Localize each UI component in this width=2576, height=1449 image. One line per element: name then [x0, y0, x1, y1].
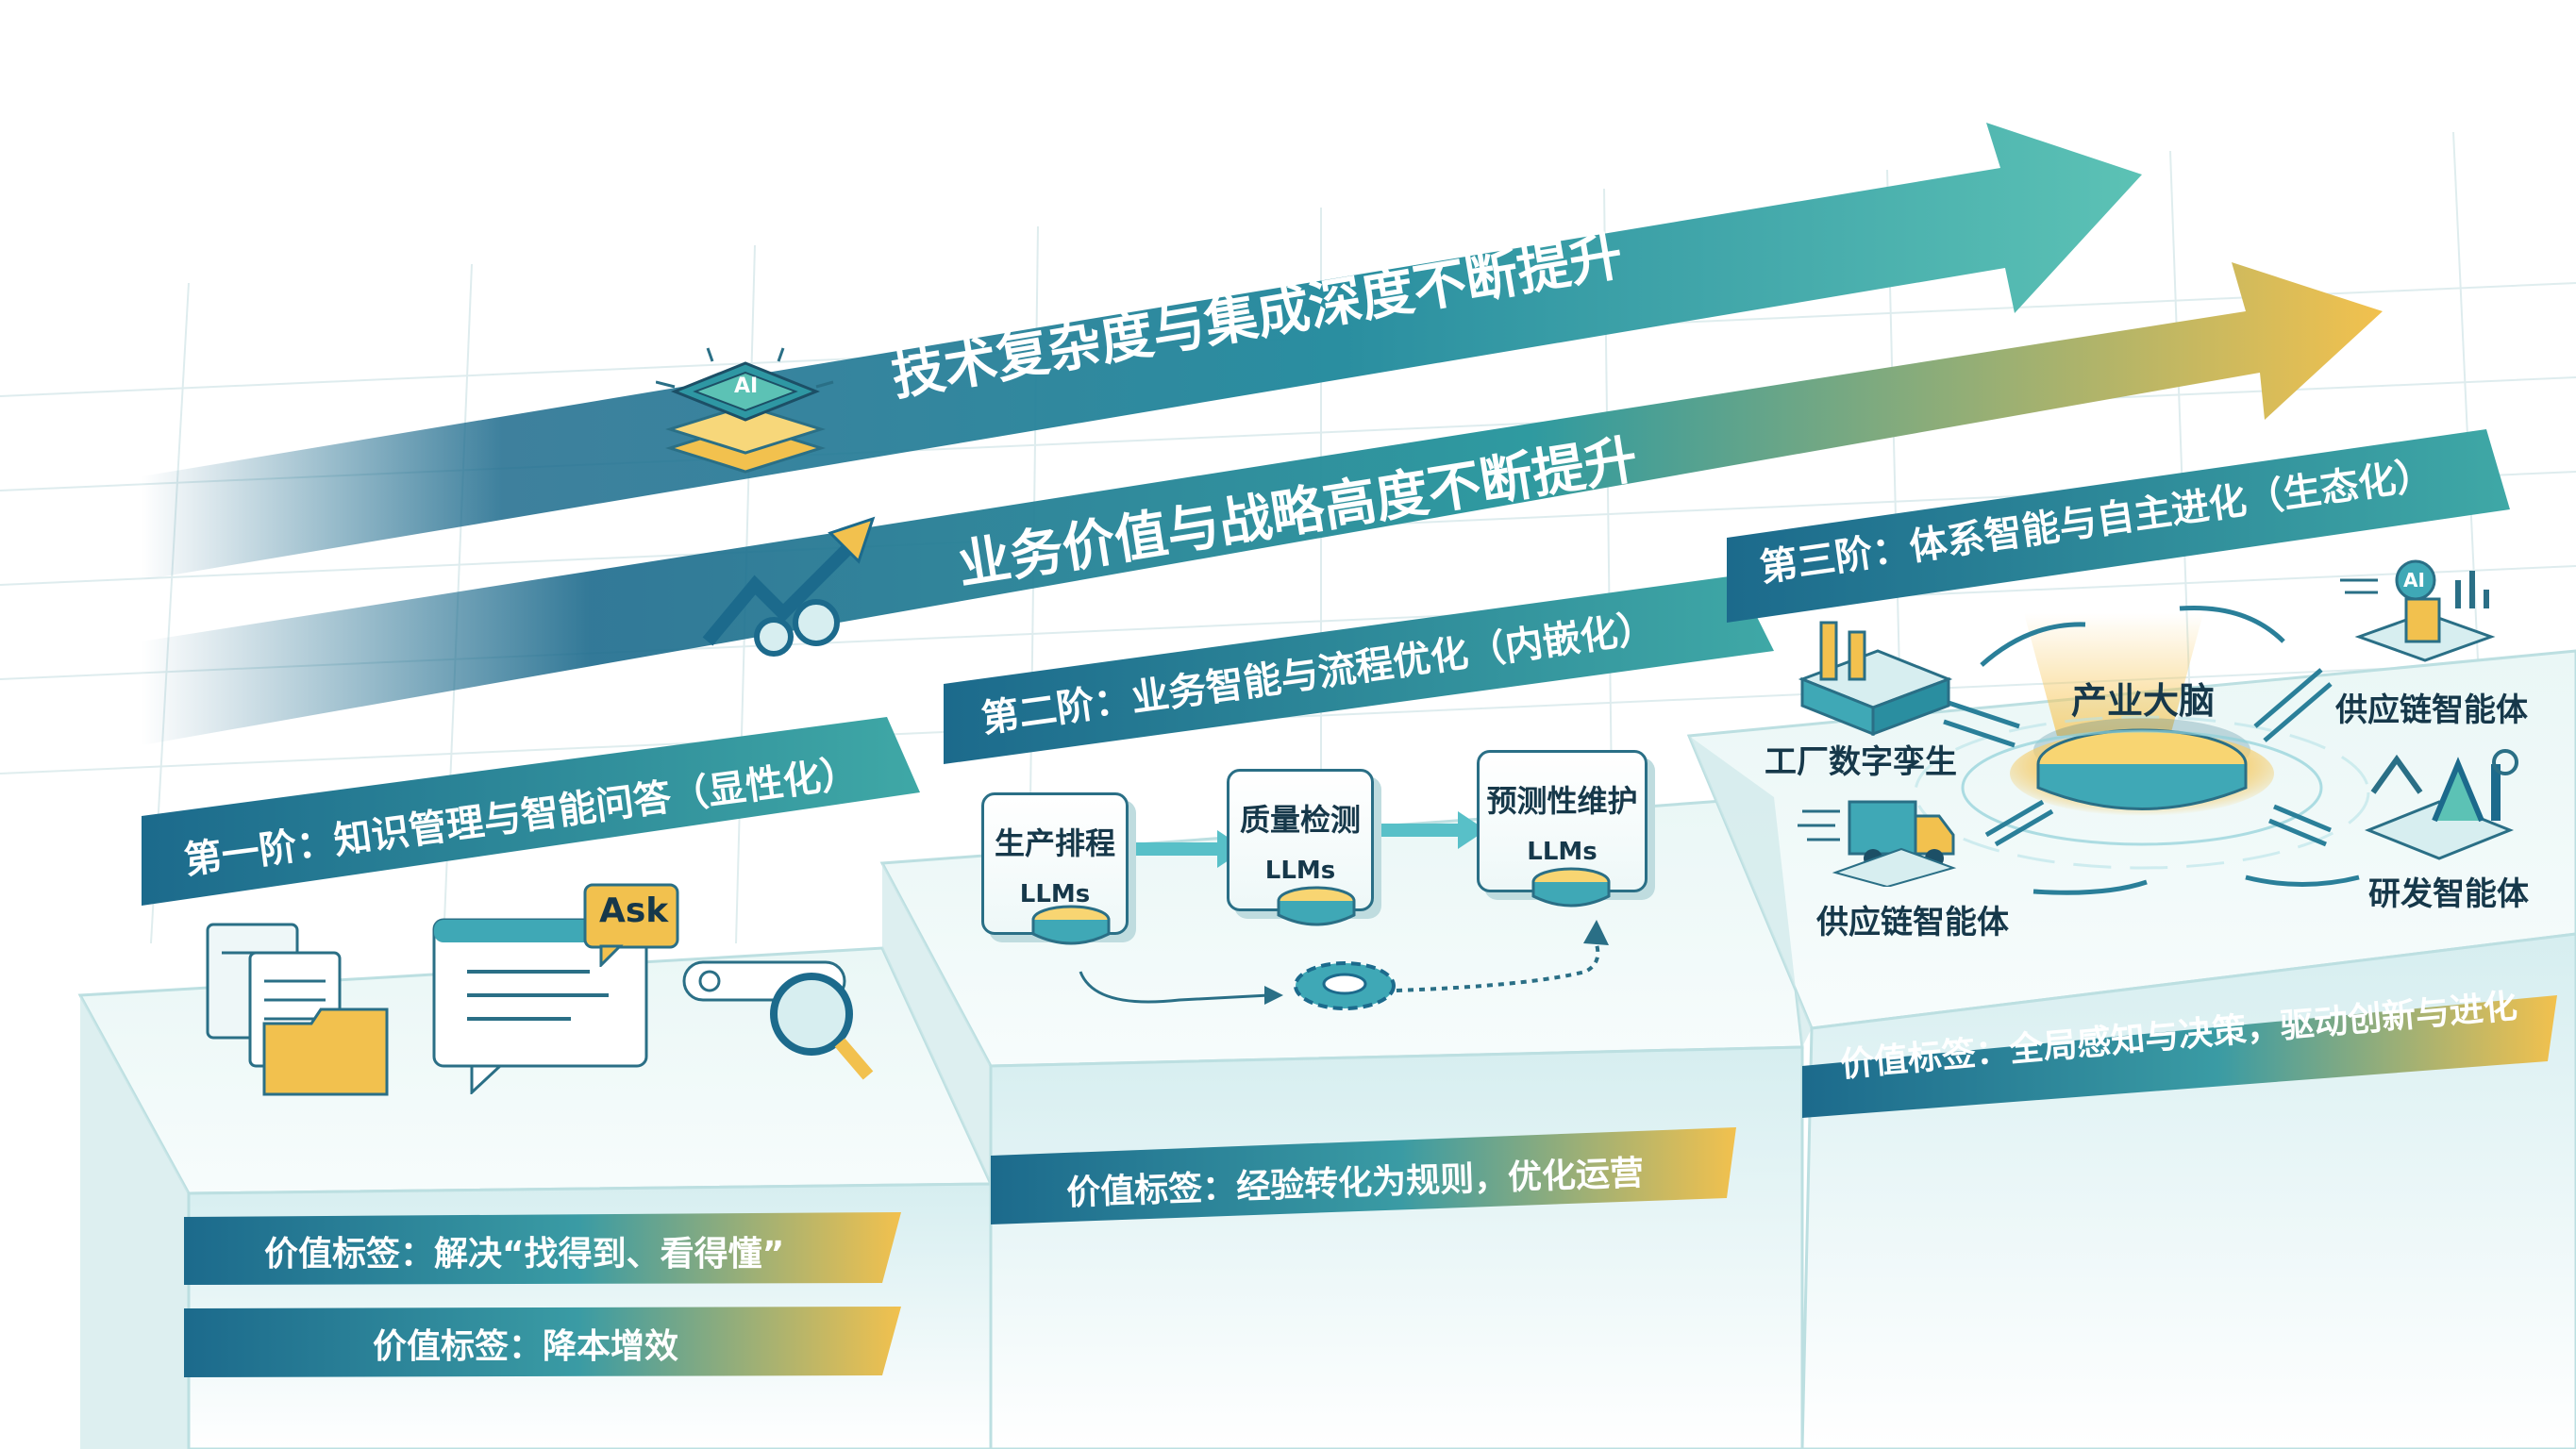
ai-chip-label: AI: [734, 375, 759, 398]
documents-folder-icon: [206, 923, 389, 1096]
ai-badge-label: AI: [2403, 569, 2425, 591]
card-title: 生产排程: [994, 825, 1115, 861]
card-title: 质量检测: [1239, 802, 1361, 838]
llm-platform-icon: [1531, 867, 1611, 908]
stage1-ribbon: [142, 717, 920, 906]
industry-brain-label: 产业大脑: [2071, 680, 2216, 722]
value-tag-ribbon-4: [1802, 995, 2557, 1118]
llm-label: LLMs: [1019, 880, 1091, 908]
stage2-ribbon: [944, 575, 1774, 764]
production-scheduling-card[interactable]: 生产排程 LLMs: [981, 792, 1129, 935]
tech-arrow: [142, 123, 2142, 580]
card-title: 预测性维护: [1486, 783, 1638, 819]
factory-twin-label: 工厂数字孪生: [1765, 743, 1957, 781]
supply-chain-agent-right-label: 供应链智能体: [2335, 691, 2528, 729]
gear-icon: [1294, 961, 1396, 1010]
ask-bubble-icon: [583, 883, 679, 967]
stage3-ribbon: [1727, 429, 2510, 623]
business-arrow: [142, 262, 2383, 745]
search-magnifier-icon: [682, 960, 874, 1080]
llm-platform-icon: [1031, 905, 1111, 945]
ai-analytics-icon: [2340, 559, 2496, 662]
ask-label: Ask: [599, 891, 669, 930]
quality-inspection-card[interactable]: 质量检测 LLMs: [1227, 769, 1374, 911]
value-tag-ribbon-1: [184, 1212, 901, 1285]
value-tag-ribbon-3: [991, 1127, 1736, 1224]
growth-gears-icon: [702, 516, 876, 657]
supply-chain-agent-left-label: 供应链智能体: [1816, 904, 2009, 941]
delivery-truck-icon: [1798, 800, 1957, 887]
llm-label: LLMs: [1527, 838, 1597, 866]
rnd-ai-icon: [2364, 749, 2518, 860]
stage1-value-tag-2: 价值标签：降本增效: [373, 1327, 679, 1366]
factory-icon: [1798, 621, 1953, 736]
rnd-agent-label: 研发智能体: [2368, 875, 2529, 913]
ai-chip-icon: [656, 347, 834, 474]
llm-label: LLMs: [1264, 857, 1336, 885]
value-tag-ribbon-2: [184, 1307, 901, 1377]
stage1-value-tag-1: 价值标签：解决“找得到、看得懂”: [264, 1235, 785, 1274]
llm-platform-icon: [1277, 886, 1356, 926]
